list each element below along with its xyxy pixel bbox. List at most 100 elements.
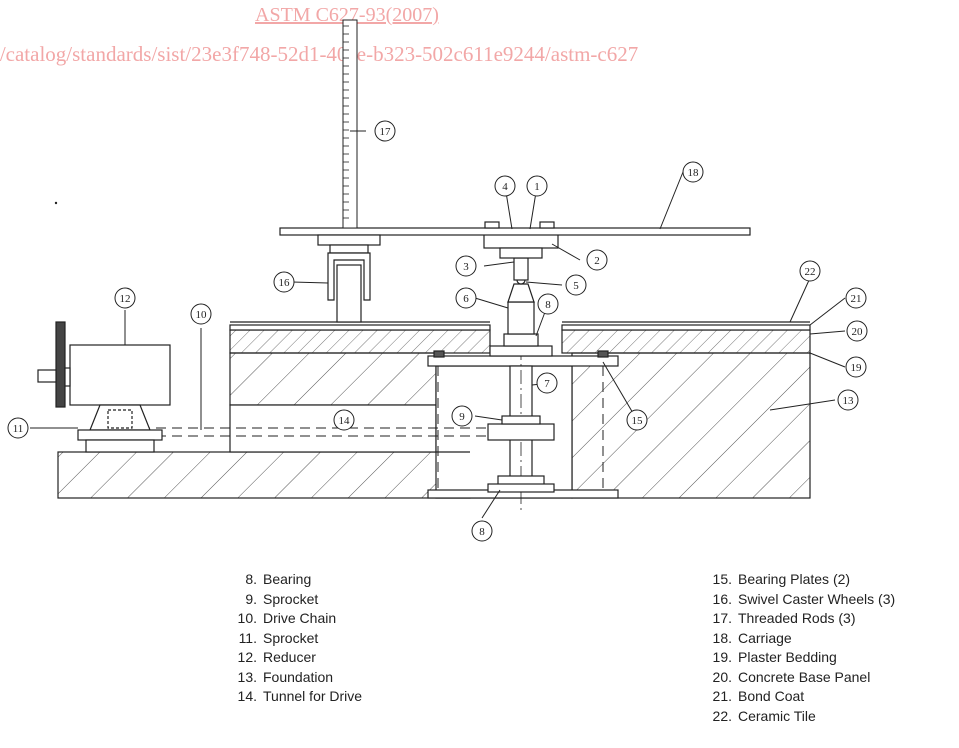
callout-number: 6 — [463, 293, 469, 305]
callout-8: 8 — [537, 293, 559, 315]
callout-circle — [537, 293, 559, 315]
legend-number: 15. — [712, 571, 732, 587]
callout-circle — [837, 389, 859, 411]
callout-circle — [471, 520, 493, 542]
legend-label: Bearing — [263, 571, 312, 587]
callout-number: 20 — [852, 326, 864, 338]
legend-number: 20. — [712, 668, 732, 685]
callout-17: 17 — [374, 120, 396, 142]
callout-number: 5 — [573, 280, 579, 292]
callout-number: 22 — [805, 266, 816, 278]
callout-11: 11 — [7, 417, 29, 439]
legend-item: 15. Bearing Plates (2) — [705, 570, 895, 590]
callout-15: 15 — [626, 409, 648, 431]
legend-label: Bearing Plates (2) — [738, 571, 851, 587]
threaded-rod — [342, 19, 358, 229]
legend-item: 12.Reducer — [230, 648, 362, 668]
callout-circle — [845, 287, 867, 309]
legend-item: 18.Carriage — [705, 629, 895, 649]
legend-item: 10. Drive Chain — [230, 609, 362, 629]
callout-6: 6 — [455, 287, 477, 309]
legend-number: 14. — [237, 688, 257, 704]
callout-number: 1 — [534, 181, 540, 193]
callout-circle — [455, 255, 477, 277]
callout-circle — [626, 409, 648, 431]
legend-item: 14. Tunnel for Drive — [230, 687, 363, 707]
callout-circle — [273, 271, 295, 293]
legend-number: 11. — [238, 629, 257, 646]
callout-3: 3 — [455, 255, 477, 277]
callout-2: 2 — [586, 249, 608, 271]
callout-8: 8 — [471, 520, 493, 542]
callout-9: 9 — [451, 405, 473, 427]
callout-circle — [333, 409, 355, 431]
legend-number: 16. — [712, 590, 732, 607]
callout-circle — [455, 287, 477, 309]
legend-number: 8. — [245, 571, 257, 587]
legend-label: Tunnel for Drive — [263, 688, 363, 704]
callout-circle — [451, 405, 473, 427]
drive-shaft — [483, 233, 559, 510]
callout-circle — [526, 175, 548, 197]
callout-number: 7 — [544, 378, 550, 390]
callout-number: 14 — [339, 415, 351, 427]
callout-circle — [494, 175, 516, 197]
threaded-rod-ticks — [343, 25, 349, 219]
legend-number: 10. — [237, 610, 257, 626]
tunnel-outline — [140, 366, 604, 498]
watermark-url: i/catalog/standards/sist/23e3f748-52d1-4… — [0, 42, 639, 66]
legend-item: 19.Plaster Bedding — [705, 648, 895, 668]
legend-item: 21. Bond Coat — [705, 687, 895, 707]
legend-number: 9. — [245, 590, 257, 607]
legend-label: Sprocket — [263, 590, 319, 607]
callout-number: 3 — [463, 261, 469, 273]
callout-circle — [799, 260, 821, 282]
callout-7: 7 — [536, 372, 558, 394]
legend-item: 8. Bearing — [230, 570, 362, 590]
callout-number: 2 — [594, 255, 600, 267]
callout-14: 14 — [333, 409, 355, 431]
legend-label: Bond Coat — [738, 688, 805, 704]
callout-circle — [190, 303, 212, 325]
legend-number: 17. — [712, 610, 732, 626]
callout-number: 10 — [196, 309, 208, 321]
legend-label: Foundation — [263, 668, 334, 685]
callout-5: 5 — [565, 274, 587, 296]
callout-number: 21 — [851, 293, 862, 305]
callout-number: 8 — [479, 526, 485, 538]
callout-number: 18 — [688, 167, 700, 179]
callout-13: 13 — [837, 389, 859, 411]
legend-label: Swivel Caster Wheels (3) — [738, 590, 896, 607]
legend-item: 9. Sprocket — [230, 590, 362, 610]
watermark-title: ASTM C627-93(2007) — [255, 4, 439, 26]
legend-item: 20. Concrete Base Panel — [705, 668, 895, 688]
callout-number: 9 — [459, 411, 465, 423]
swivel-caster — [317, 234, 381, 323]
stray-dot — [54, 201, 58, 205]
reducer — [37, 321, 171, 453]
legend-label: Threaded Rods (3) — [738, 610, 856, 626]
callout-20: 20 — [846, 320, 868, 342]
callout-21: 21 — [845, 287, 867, 309]
legend-item: 17. Threaded Rods (3) — [705, 609, 895, 629]
legend-label: Concrete Base Panel — [738, 668, 871, 685]
callout-1: 1 — [526, 175, 548, 197]
legend-right: 15. Bearing Plates (2) 16. Swivel Caster Wh… — [705, 570, 896, 726]
legend-label: Drive Chain — [263, 610, 337, 626]
legend-number: 21. — [712, 688, 732, 704]
callout-22: 22 — [799, 260, 821, 282]
callout-10: 10 — [190, 303, 212, 325]
callout-circle — [846, 320, 868, 342]
callout-number: 19 — [851, 362, 863, 374]
callout-12: 12 — [114, 287, 136, 309]
legend-number: 13. — [237, 668, 257, 685]
base-panel — [229, 321, 811, 354]
callout-number: 16 — [279, 277, 291, 289]
callout-circle — [845, 356, 867, 378]
legend-number: 19. — [712, 649, 732, 665]
callout-circle — [114, 287, 136, 309]
legend-label: Carriage — [738, 629, 792, 646]
legend-label: Ceramic Tile — [738, 707, 816, 724]
